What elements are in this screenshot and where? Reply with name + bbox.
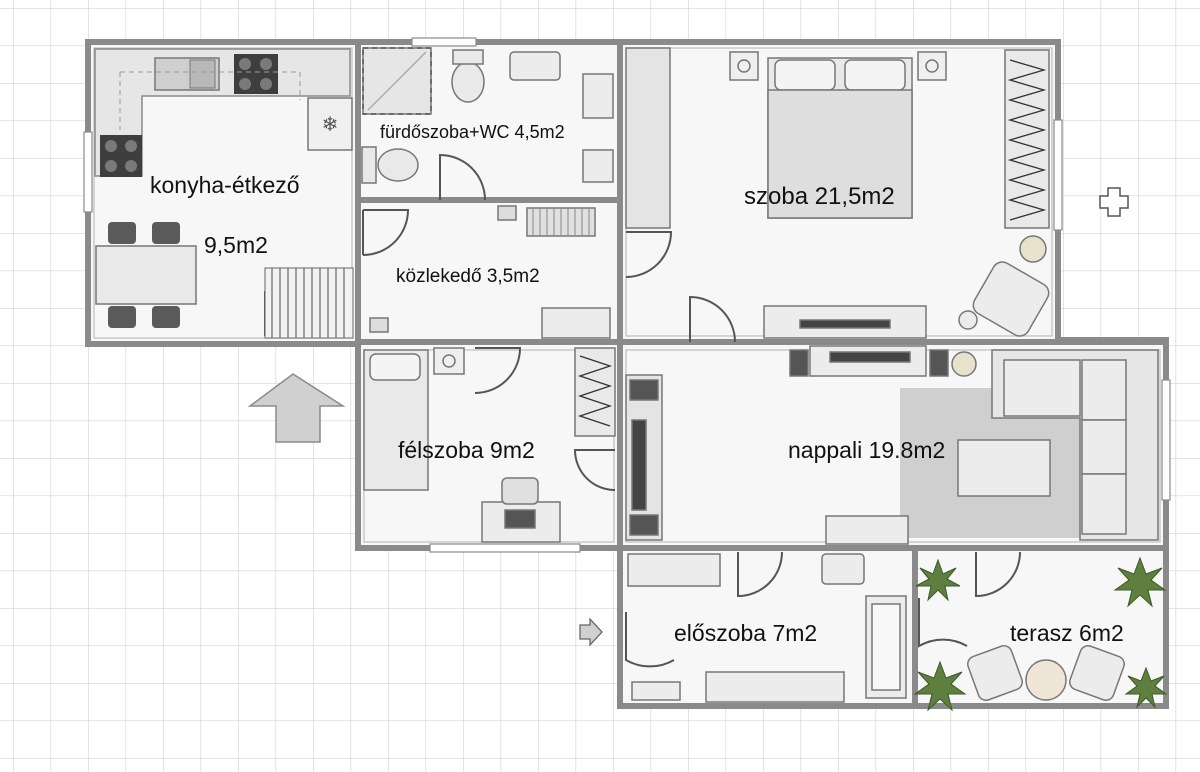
compass-cross-icon — [1099, 187, 1129, 217]
room-label-felszoba: félszoba 9m2 — [398, 437, 535, 463]
living-room-furniture — [625, 345, 1159, 545]
room-label-eloszoba: előszoba 7m2 — [674, 620, 817, 646]
room-label-szoba: szoba 21,5m2 — [744, 183, 895, 210]
kitchen-furniture: ❄ — [94, 48, 354, 339]
bathroom-furniture — [361, 47, 614, 184]
room-label-konyha-area: 9,5m2 — [204, 232, 268, 258]
entrance-arrow-icon — [247, 373, 346, 443]
walls — [85, 39, 1169, 709]
hallway-furniture — [369, 205, 611, 339]
plants — [913, 556, 1168, 712]
terrace-furniture — [967, 645, 1125, 701]
room-label-konyha: konyha-étkező — [150, 172, 300, 198]
semi-room-furniture — [363, 347, 616, 543]
windows — [83, 37, 1171, 553]
entrance-hall-furniture — [627, 553, 907, 703]
door-leaves — [362, 155, 441, 255]
room-label-terasz: terasz 6m2 — [1010, 620, 1124, 646]
room-label-furdo: fürdőszoba+WC 4,5m2 — [380, 122, 565, 142]
room-label-nappali: nappali 19.8m2 — [788, 437, 945, 463]
small-entry-arrow-icon — [579, 617, 603, 647]
room-label-kozlekedo: közlekedő 3,5m2 — [396, 266, 540, 287]
bedroom-furniture — [625, 47, 1050, 339]
room-labels: konyha-étkező 9,5m2 fürdőszoba+WC 4,5m2 … — [150, 122, 1124, 646]
svg-text:❄: ❄ — [322, 112, 339, 136]
